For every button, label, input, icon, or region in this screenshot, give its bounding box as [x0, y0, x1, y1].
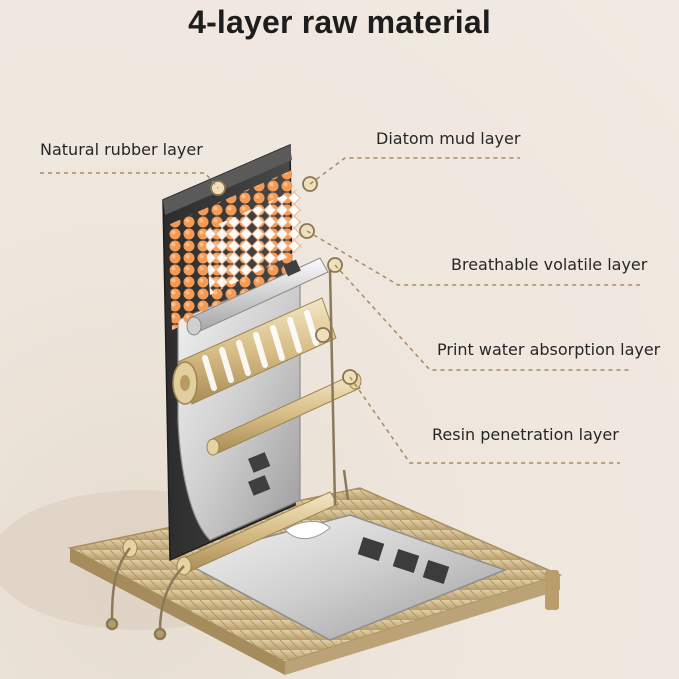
leader-lines [40, 157, 640, 464]
diagram-title: 4-layer raw material [188, 4, 491, 40]
breathable-roller [186, 257, 329, 336]
support-wires [105, 269, 350, 641]
label-print-water-absorption-layer: Print water absorption layer [437, 340, 661, 359]
label-resin-penetration-layer: Resin penetration layer [432, 425, 619, 444]
label-natural-rubber-layer: Natural rubber layer [40, 140, 203, 159]
absorption-roll [172, 297, 337, 405]
draining-mat [177, 514, 508, 641]
label-breathable-volatile-layer: Breathable volatile layer [451, 255, 648, 274]
label-diatom-mud-layer: Diatom mud layer [376, 129, 521, 148]
